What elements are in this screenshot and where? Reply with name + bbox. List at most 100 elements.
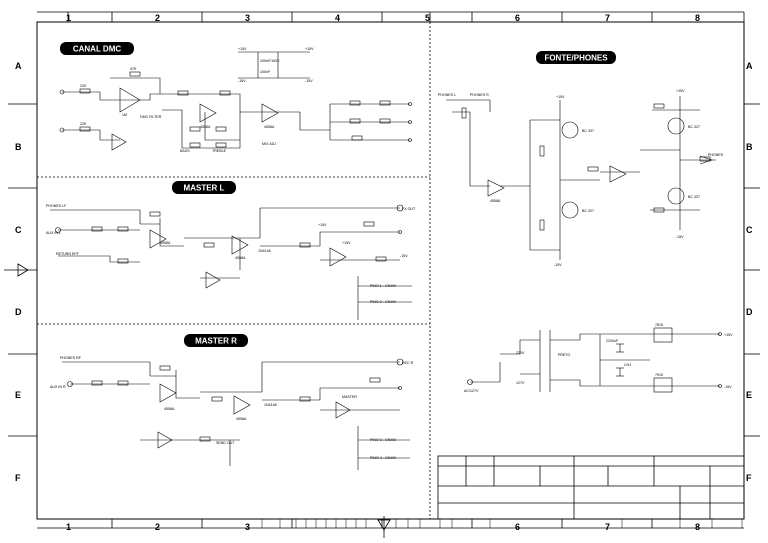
bottom-ruler: [37, 519, 744, 529]
col-label: 5: [425, 13, 430, 23]
fonte-phones-label: BC 337: [688, 195, 700, 199]
master-r-label: PHONES RF: [60, 356, 82, 360]
master-l-label: +15V: [318, 223, 327, 227]
fonte-phones-label: BC 327: [688, 125, 700, 129]
master-l-output: PINO 2 - CN400: [370, 300, 396, 304]
master-r-output: PINO 3 - CN400: [370, 438, 396, 442]
power-label: CH1: [624, 363, 631, 367]
fonte-phones-label: PHONES R: [470, 93, 489, 97]
row-label: F: [15, 473, 21, 483]
canal-dmc-label: 4558A: [200, 125, 211, 129]
master-l-label: PHONES LF: [46, 204, 67, 208]
master-r-label: SEND OUT: [216, 441, 235, 445]
master-r-label: 4558A: [236, 417, 247, 421]
row-label: B: [746, 142, 753, 152]
canal-dmc-label: TREBLE: [212, 149, 227, 153]
centering-arrow-bottom: [377, 516, 391, 538]
col-label: 8: [695, 13, 700, 23]
power-label: +15V: [724, 333, 733, 337]
power-label: AC/127V: [464, 389, 479, 393]
centering-arrow-left: [4, 263, 37, 277]
col-label: 4: [335, 13, 340, 23]
canal-dmc-block: CANAL DMC: [59, 42, 412, 153]
drawing-frame: [36, 21, 745, 520]
master-l-label: FX OUT: [402, 207, 416, 211]
power-label: 127V: [516, 381, 525, 385]
fonte-phones-label: PHONES: [708, 153, 724, 157]
master-l-label: -15V: [400, 254, 408, 258]
power-label: 7915: [655, 373, 663, 377]
master-l-label: 4558A: [235, 256, 246, 260]
master-r-label: REC R: [402, 361, 414, 365]
row-label: C: [15, 225, 22, 235]
col-label: 3: [245, 522, 250, 532]
col-label: 2: [155, 522, 160, 532]
canal-dmc-label: +15V: [238, 47, 247, 51]
fonte-phones-label: -15V: [554, 263, 562, 267]
title-block: [437, 455, 745, 520]
canal-dmc-label: +15V: [305, 47, 314, 51]
fonte-phones-block: FONTE/PHONES: [438, 51, 724, 267]
fonte-phones-label: +15V: [556, 95, 565, 99]
row-label: F: [746, 473, 752, 483]
canal-dmc-label: -15V: [238, 79, 246, 83]
power-label: 2200uF: [606, 339, 619, 343]
column-labels-top: 1 2 3 4 5 6 7 8: [66, 13, 700, 23]
col-label: 2: [155, 13, 160, 23]
master-l-title-pill: [172, 181, 236, 194]
row-label: C: [746, 225, 753, 235]
fonte-phones-title-pill: [536, 51, 616, 64]
master-l-label: 4558A: [160, 241, 171, 245]
fonte-phones-label: BC 327: [582, 209, 594, 213]
row-label: A: [746, 61, 753, 71]
fonte-phones-label: PHONES L: [438, 93, 456, 97]
canal-dmc-label: DMC FILTER: [140, 115, 162, 119]
master-r-label: MASTER: [342, 395, 357, 399]
fine-ticks: [261, 519, 743, 528]
canal-dmc-label: -15V: [305, 79, 313, 83]
row-label: D: [15, 307, 22, 317]
canal-dmc-label: 100nF/100V: [260, 59, 280, 63]
column-labels-bottom: 1 2 3 6 7 8: [66, 522, 700, 532]
master-r-output: PINO 4 - CN400: [370, 456, 396, 460]
col-label: 1: [66, 13, 71, 23]
canal-dmc-label: MIX ADJ: [262, 142, 276, 146]
master-r-label: AUX IN R: [50, 385, 66, 389]
master-r-block: MASTER R: [50, 334, 414, 470]
master-l-block: MASTER L: [46, 181, 416, 320]
power-label: 7815: [655, 323, 663, 327]
col-label: 3: [245, 13, 250, 23]
col-label: 8: [695, 522, 700, 532]
canal-dmc-label: BASS: [180, 149, 190, 153]
fonte-phones-label: -15V: [676, 235, 684, 239]
canal-dmc-label: 22K: [80, 122, 87, 126]
power-label: 220V: [516, 351, 525, 355]
master-l-label: AUX IN L: [46, 231, 61, 235]
fonte-phones-label: BC 337: [582, 129, 594, 133]
row-labels-left: A B C D E F: [15, 61, 22, 483]
row-labels-right: A B C D E F: [746, 61, 753, 483]
canal-dmc-label: 47K: [130, 67, 137, 71]
block-dividers: [37, 22, 431, 519]
canal-dmc-label: 100nF: [260, 70, 271, 74]
canal-dmc-label: 22K: [80, 84, 87, 88]
power-supply-block: 7815 7915 +15V -15V 220V 127V PRETO 2200…: [464, 323, 733, 393]
col-label: 6: [515, 522, 520, 532]
col-label: 6: [515, 13, 520, 23]
master-l-label: 1N4148: [258, 249, 271, 253]
master-r-label: 4558A: [164, 407, 175, 411]
col-label: 7: [605, 522, 610, 532]
row-label: A: [15, 61, 22, 71]
canal-dmc-title: CANAL DMC: [73, 45, 122, 54]
power-label: -15V: [724, 385, 732, 389]
master-r-title-pill: [184, 334, 248, 347]
power-label: PRETO: [558, 353, 571, 357]
master-r-title: MASTER R: [195, 337, 237, 346]
fonte-phones-title: FONTE/PHONES: [544, 54, 608, 63]
master-r-label: 1N4148: [264, 403, 277, 407]
fonte-phones-label: 4558A: [490, 199, 501, 203]
row-label: E: [15, 390, 21, 400]
side-ticks: [8, 103, 760, 437]
row-label: E: [746, 390, 752, 400]
row-label: D: [746, 307, 753, 317]
